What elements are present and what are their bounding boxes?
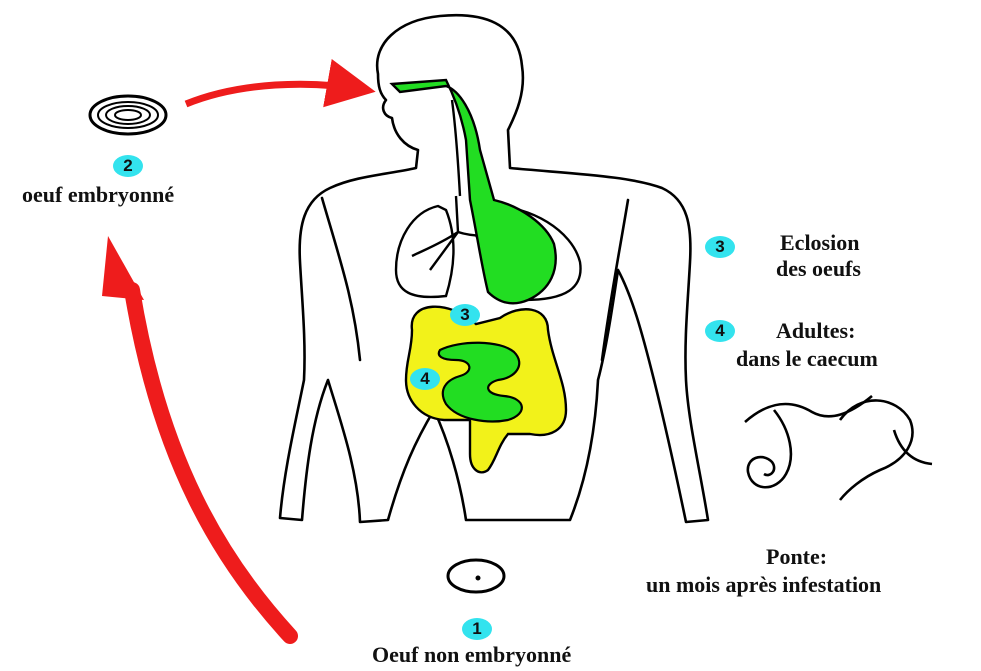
- arrow-egg-to-mouth: [186, 84, 366, 104]
- embryonated-egg-icon: [90, 96, 166, 134]
- step-label-4-line2: dans le caecum: [736, 346, 878, 372]
- step-label-3-line1: Eclosion: [780, 230, 859, 256]
- digestive-upper-green: [392, 80, 556, 303]
- arrow-soil-maturation-head: [102, 236, 144, 300]
- step-badge-1: 1: [462, 618, 492, 640]
- step-label-2: oeuf embryonné: [22, 182, 174, 208]
- arrow-soil-maturation: [132, 290, 290, 636]
- unembryonated-egg-icon: [448, 560, 504, 592]
- step-badge-2: 2: [113, 155, 143, 177]
- step-badge-3: 3: [705, 236, 735, 258]
- step-badge-4-body: 4: [410, 368, 440, 390]
- adult-worm-icon: [745, 396, 932, 500]
- step-label-4-line1: Adultes:: [776, 318, 855, 344]
- step-badge-4: 4: [705, 320, 735, 342]
- step-label-3-line2: des oeufs: [776, 256, 861, 282]
- step-label-1: Oeuf non embryonné: [372, 642, 571, 668]
- step-badge-3-body: 3: [450, 304, 480, 326]
- ponte-label-line2: un mois après infestation: [646, 572, 881, 598]
- ponte-label-line1: Ponte:: [766, 544, 827, 570]
